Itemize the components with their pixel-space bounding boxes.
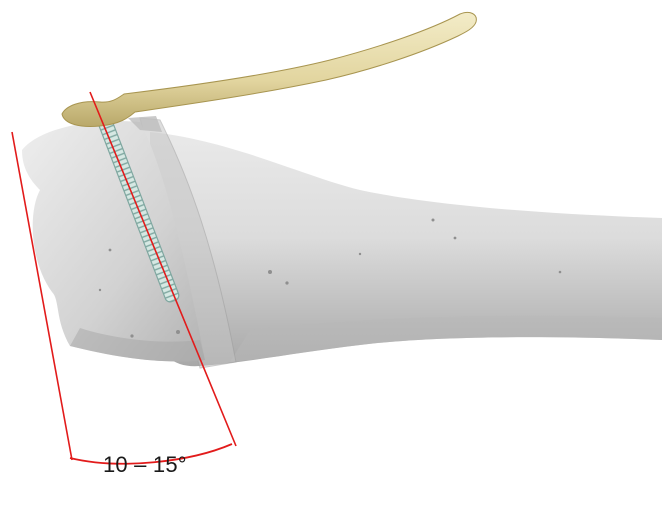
angle-label: 10 – 15° bbox=[103, 452, 223, 478]
fixation-plate bbox=[62, 12, 476, 126]
